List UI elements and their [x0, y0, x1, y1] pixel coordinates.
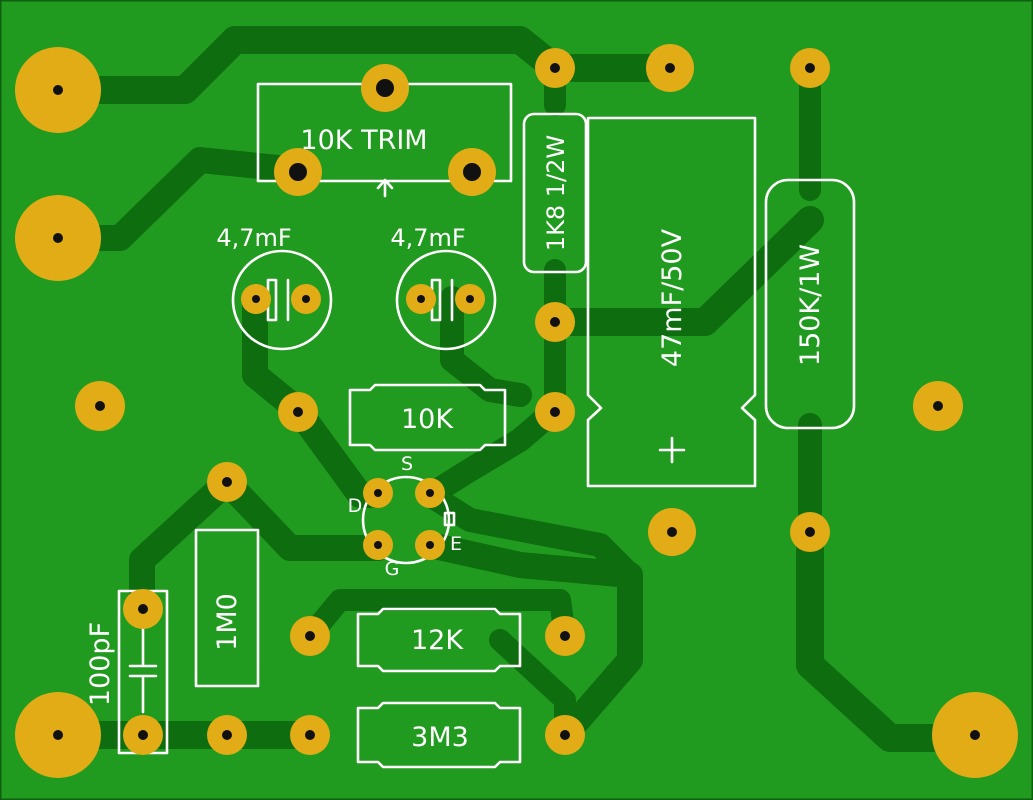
- pad-3m3-right: [545, 715, 585, 755]
- r-10k-outline: [348, 383, 507, 452]
- pad-1k8-bottom: [535, 302, 575, 342]
- transistor-pin-s: S: [401, 453, 413, 475]
- transistor-pin-e: E: [450, 533, 462, 555]
- silkscreen-labels: 10K TRIM 4,7mF 4,7mF 1K8 1/2W 47mF/50V 1…: [85, 125, 826, 753]
- pad-transistor-g: [363, 530, 393, 560]
- pad-trim-left: [274, 148, 322, 196]
- pad-large-bottom-right: [932, 692, 1018, 778]
- cap-right-label: 4,7mF: [390, 224, 465, 252]
- r-12k-label: 12K: [411, 625, 464, 656]
- cap-47-label: 47mF/50V: [657, 228, 688, 367]
- pad-3m3-left: [290, 715, 330, 755]
- r-1m0-label: 1M0: [212, 593, 243, 651]
- pad-12k-right: [545, 616, 585, 656]
- transistor-tab: [443, 511, 456, 527]
- transistor-pin-g: G: [385, 558, 400, 580]
- trace-1m0-top: [214, 469, 391, 561]
- cap-left-label: 4,7mF: [216, 224, 291, 252]
- trimmer-arrow-icon: [376, 178, 394, 198]
- pad-cap-right-a: [406, 284, 436, 314]
- cap-47-outline: [586, 116, 757, 488]
- cap-47-plus-icon: [658, 436, 686, 464]
- r-3m3-outline: [356, 701, 522, 769]
- pad-cap-right-b: [455, 284, 485, 314]
- transistor-outline: [361, 475, 451, 565]
- pad-10k-right: [535, 392, 575, 432]
- trimmer-label: 10K TRIM: [300, 125, 427, 156]
- pad-150k-top: [790, 48, 830, 88]
- pad-100p-bottom: [123, 715, 163, 755]
- pad-100p-top: [123, 589, 163, 629]
- pad-mount-right: [913, 381, 963, 431]
- pad-trim-right: [448, 148, 496, 196]
- pad-transistor-s: [415, 478, 445, 508]
- r-10k-label: 10K: [401, 404, 454, 435]
- r-1m0-outline: [194, 528, 260, 688]
- trace-47mf-150k: [541, 206, 824, 336]
- r-1k8-outline: [522, 112, 588, 274]
- trace-10k-right-to-e: [418, 398, 567, 507]
- r-150k-label: 150K/1W: [795, 244, 826, 366]
- r-150k-outline: [764, 178, 856, 430]
- cap-right-outline: [395, 249, 497, 351]
- pad-transistor-d: [363, 478, 393, 508]
- trace-e-to-3m3: [418, 483, 642, 587]
- pad-12k-left: [290, 616, 330, 656]
- pad-transistor-e: [415, 530, 445, 560]
- pad-large-top-left: [15, 47, 101, 133]
- r-12k-outline: [356, 607, 522, 673]
- trace-top-pad-to-trim: [44, 26, 569, 104]
- solder-pads: [15, 44, 1018, 778]
- cap-left-outline: [231, 249, 333, 351]
- r-1k8-label: 1K8 1/2W: [542, 135, 570, 251]
- pad-1k8-top: [535, 48, 575, 88]
- pad-mount-left: [75, 381, 125, 431]
- pad-1m0-bottom: [207, 715, 247, 755]
- pad-47mf-top: [646, 44, 694, 92]
- cap-100p-symbol: [128, 626, 158, 714]
- pad-large-mid-left: [15, 195, 101, 281]
- pad-cap-left-a: [241, 284, 271, 314]
- pad-trim-wiper: [361, 64, 409, 112]
- cap-100p-label: 100pF: [85, 622, 116, 706]
- r-3m3-label: 3M3: [411, 722, 469, 753]
- pad-10k-left: [278, 392, 318, 432]
- pad-large-bottom-left: [15, 692, 101, 778]
- pad-150k-bottom: [790, 512, 830, 552]
- pad-cap-left-b: [291, 284, 321, 314]
- transistor-pin-d: D: [348, 495, 363, 517]
- pad-1m0-top: [207, 462, 247, 502]
- pad-47mf-bottom: [648, 508, 696, 556]
